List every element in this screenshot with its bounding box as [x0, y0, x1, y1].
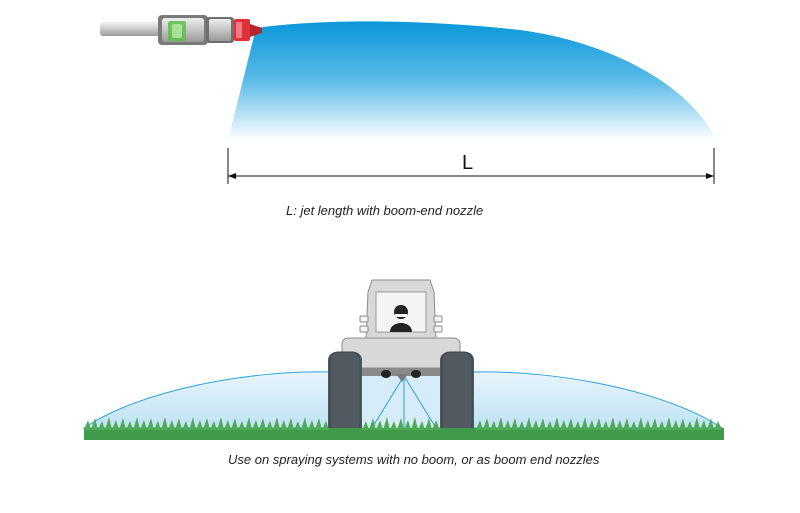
dimension-label: L: [462, 152, 474, 174]
spray-fan: [82, 368, 724, 429]
pipe: [100, 22, 160, 36]
boom-end-nozzle-icon: [158, 15, 262, 45]
grass-ground: [84, 417, 724, 440]
caption-jet-length: L: jet length with boom-end nozzle: [286, 203, 484, 218]
tractor-icon: [328, 279, 474, 437]
jet-spray: [228, 21, 716, 141]
caption-usage: Use on spraying systems with no boom, or…: [228, 452, 600, 467]
driver-icon: [390, 305, 412, 332]
dimension-line: [227, 148, 715, 184]
